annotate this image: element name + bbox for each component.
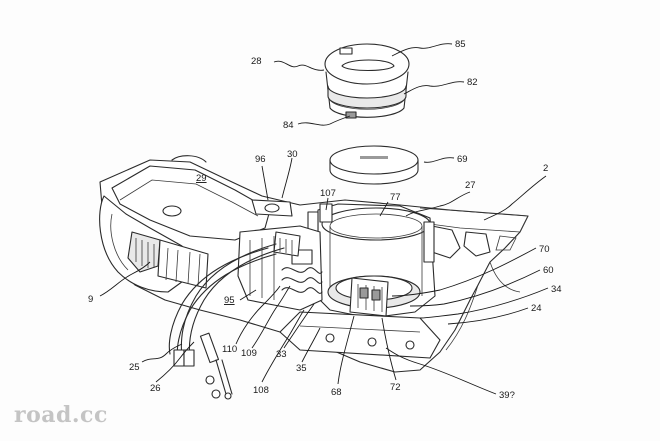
label-82: 82 (467, 77, 478, 88)
cables (168, 243, 285, 400)
label-30: 30 (287, 149, 298, 160)
label-69: 69 (457, 154, 468, 165)
label-27: 27 (465, 180, 476, 191)
label-60: 60 (543, 265, 554, 276)
label-25: 25 (129, 362, 140, 373)
label-70: 70 (539, 244, 550, 255)
label-110: 110 (222, 344, 237, 355)
label-9: 9 (88, 294, 93, 305)
reference-labels: 28 85 82 84 69 2 27 77 96 30 29 107 9 95… (88, 39, 562, 401)
label-39: 39? (499, 390, 515, 401)
label-84: 84 (283, 120, 294, 131)
label-2: 2 (543, 163, 548, 174)
puck-28 (324, 43, 410, 119)
disc-69 (329, 145, 419, 185)
label-95: 95 (224, 295, 235, 306)
label-26: 26 (150, 383, 161, 394)
label-34: 34 (551, 284, 562, 295)
label-72: 72 (390, 382, 401, 393)
label-85: 85 (455, 39, 466, 50)
central-well (307, 203, 436, 319)
motor-assembly (237, 199, 333, 311)
watermark-logo: road.cc (14, 402, 108, 428)
label-33: 33 (276, 349, 287, 360)
label-108: 108 (253, 385, 269, 396)
leader-lines (99, 43, 549, 395)
label-109: 109 (241, 348, 257, 359)
label-28: 28 (251, 56, 262, 67)
label-35: 35 (296, 363, 307, 374)
label-107: 107 (320, 188, 336, 199)
label-96: 96 (255, 154, 266, 165)
label-68: 68 (331, 387, 342, 398)
label-29: 29 (196, 173, 207, 184)
label-24: 24 (531, 303, 542, 314)
label-77: 77 (390, 192, 401, 203)
